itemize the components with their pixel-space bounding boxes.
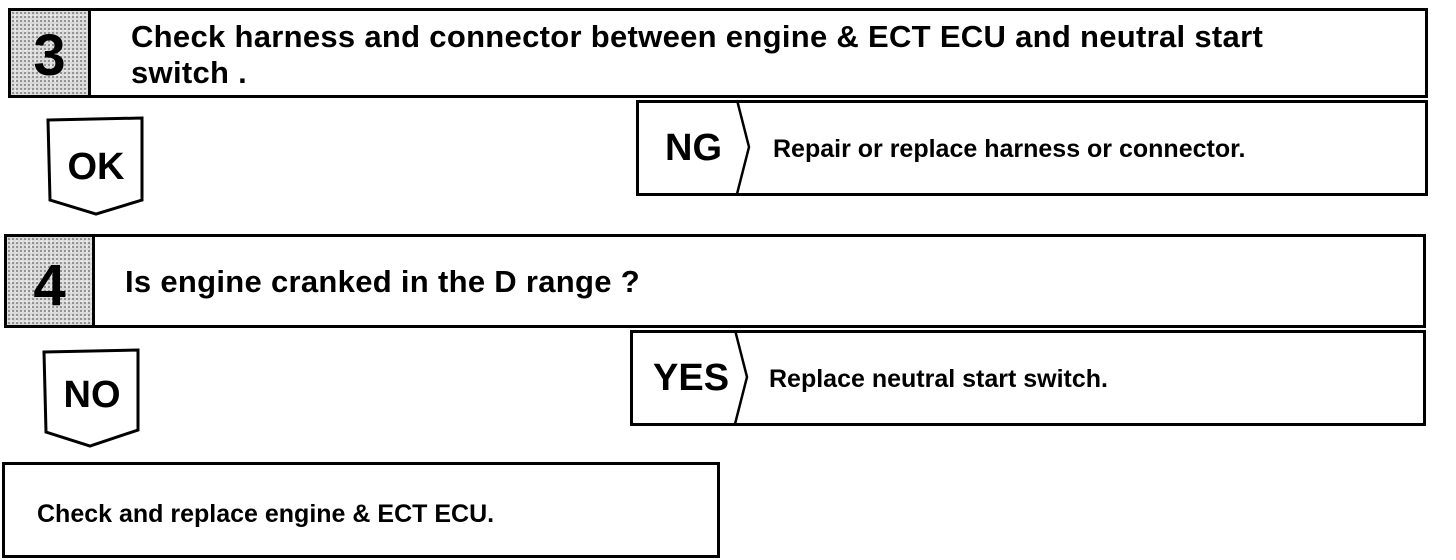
ok-arrow — [46, 116, 144, 216]
step-3-box: 3 Check harness and connector between en… — [8, 8, 1428, 98]
final-action-text: Check and replace engine & ECT ECU. — [37, 500, 495, 528]
step-3-text-line1: Check harness and connector between engi… — [131, 19, 1264, 54]
step-4-box: 4 Is engine cranked in the D range ? — [4, 234, 1426, 328]
yes-action-text: Replace neutral start switch. — [769, 365, 1109, 393]
ng-result-box: NG Repair or replace harness or connecto… — [636, 100, 1428, 196]
step-3-number-badge: 3 — [11, 11, 91, 95]
no-arrow — [42, 348, 140, 448]
step-4-number-badge: 4 — [7, 237, 95, 325]
step-3-text-line2: switch . — [131, 55, 248, 90]
yes-chevron-divider — [733, 333, 749, 423]
yes-result-box: YES Replace neutral start switch. — [630, 330, 1426, 426]
step-4-number: 4 — [33, 253, 66, 318]
ng-chevron-divider — [735, 103, 751, 193]
step-4-text: Is engine cranked in the D range ? — [125, 264, 640, 299]
ok-label: OK — [67, 146, 125, 188]
step-3-number: 3 — [33, 23, 66, 88]
ng-action-text: Repair or replace harness or connector. — [773, 135, 1246, 163]
ng-label: NG — [665, 127, 722, 169]
yes-label: YES — [653, 357, 730, 399]
no-label: NO — [63, 374, 121, 416]
final-action-box: Check and replace engine & ECT ECU. — [2, 462, 720, 558]
